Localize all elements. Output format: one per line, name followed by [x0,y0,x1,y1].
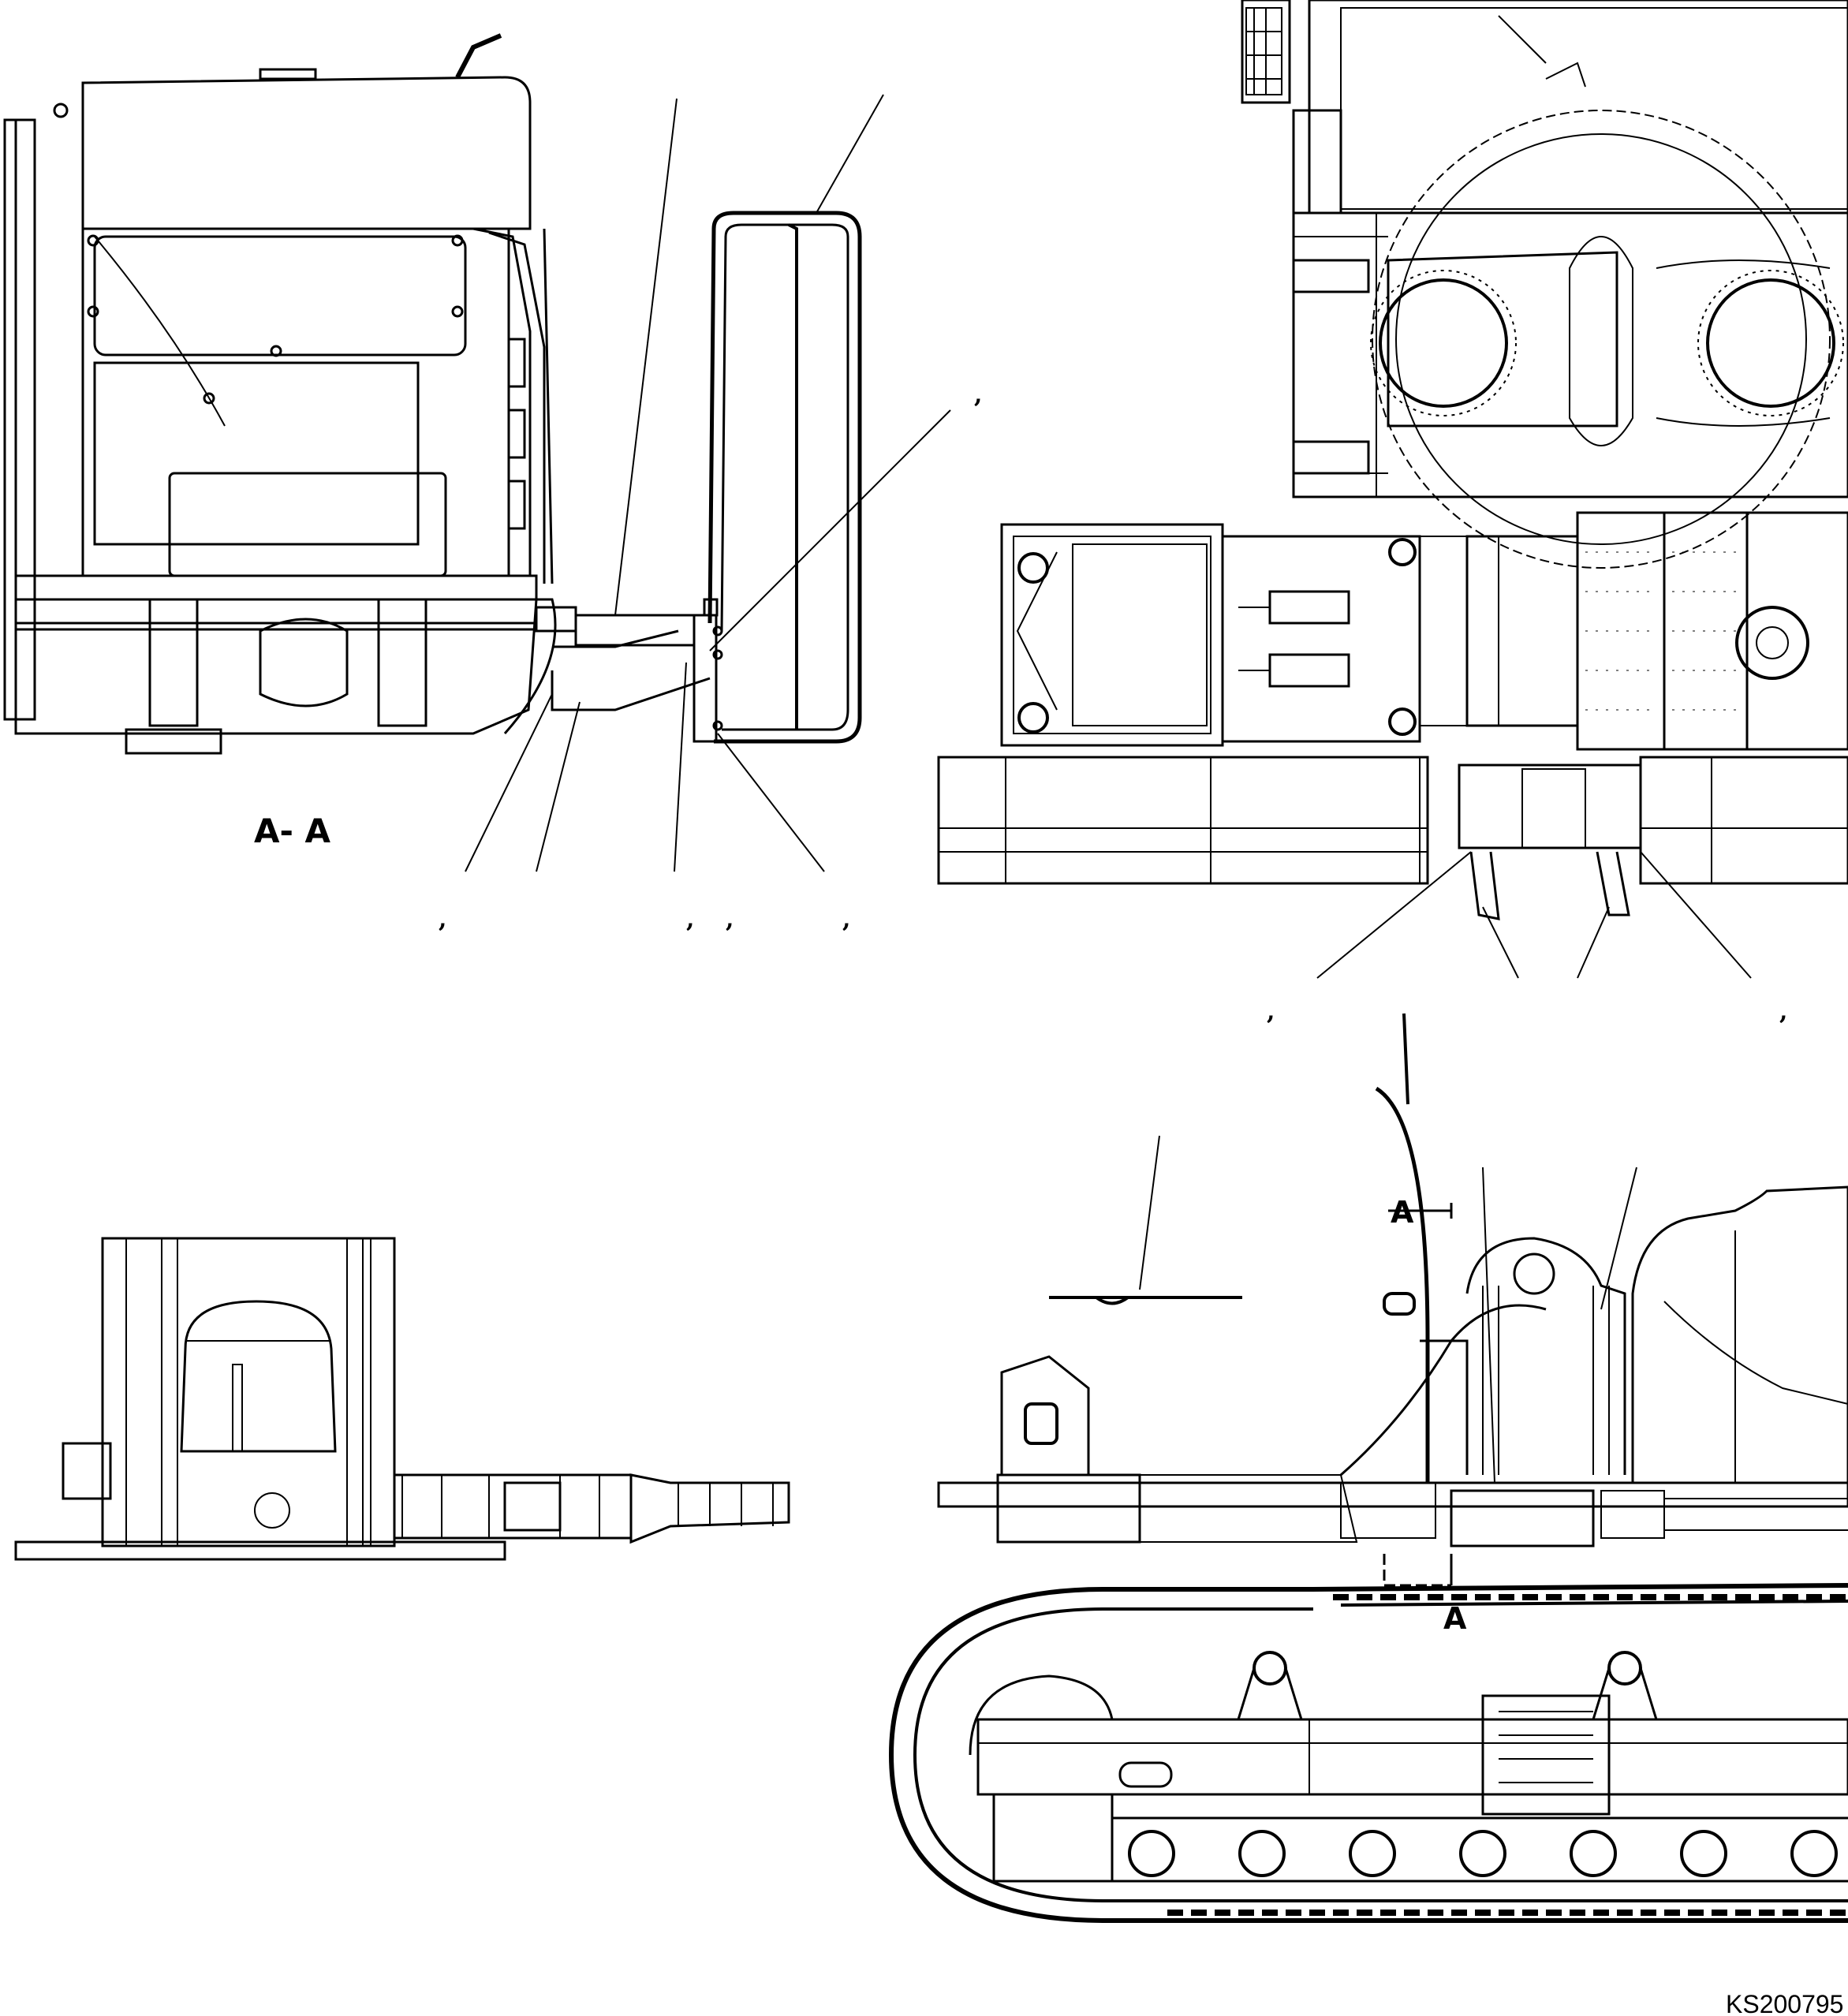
callout-commas-left: , , , , , [439,381,982,933]
svg-text:,: , [439,905,446,933]
side-view [888,1013,1848,1923]
svg-text:,: , [686,905,694,933]
top-view [937,0,1848,979]
callout-commas-right: , , [1267,998,1787,1025]
drawing-code: KS200795 [1726,1990,1843,2016]
section-mark-bottom: A [1443,1601,1467,1636]
section-view-a-a [3,33,951,872]
section-mark-top: A [1391,1195,1414,1230]
section-title: A- A [254,812,331,850]
svg-text:,: , [1779,998,1787,1025]
front-view [14,1237,790,1561]
svg-text:,: , [1267,998,1275,1025]
svg-text:,: , [842,905,850,933]
svg-text:,: , [974,381,982,409]
svg-text:,: , [726,905,734,933]
